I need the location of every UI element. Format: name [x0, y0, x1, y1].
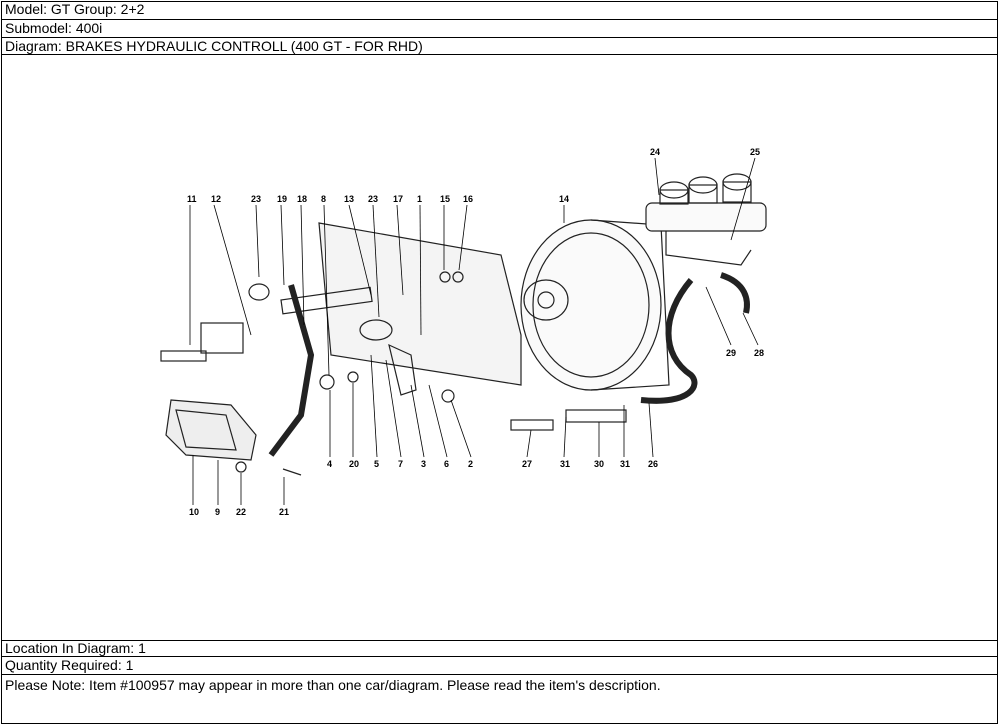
label-6: 6 [444, 459, 449, 469]
label-1: 1 [417, 194, 422, 204]
label-22: 22 [236, 507, 246, 517]
label-3: 3 [421, 459, 426, 469]
label-23a: 23 [251, 194, 261, 204]
location-in-diagram: Location In Diagram: 1 [1, 640, 998, 657]
label-9: 9 [215, 507, 220, 517]
label-7: 7 [398, 459, 403, 469]
label-17: 17 [393, 194, 403, 204]
label-18: 18 [297, 194, 307, 204]
model-info: Model: GT Group: 2+2 [1, 1, 998, 20]
label-24: 24 [650, 147, 660, 157]
label-2: 2 [468, 459, 473, 469]
label-31a: 31 [560, 459, 570, 469]
label-20: 20 [349, 459, 359, 469]
label-26: 26 [648, 459, 658, 469]
quantity-required: Quantity Required: 1 [1, 657, 998, 675]
exploded-view-drawing: 11 12 23 19 18 8 13 23 17 1 15 16 14 24 … [160, 147, 767, 517]
parts-diagram: 11 12 23 19 18 8 13 23 17 1 15 16 14 24 … [1, 55, 998, 641]
label-8: 8 [321, 194, 326, 204]
label-29: 29 [726, 348, 736, 358]
label-4: 4 [327, 459, 332, 469]
label-27: 27 [522, 459, 532, 469]
label-15: 15 [440, 194, 450, 204]
label-10: 10 [189, 507, 199, 517]
label-23b: 23 [368, 194, 378, 204]
label-11: 11 [187, 194, 197, 204]
label-31b: 31 [620, 459, 630, 469]
label-21: 21 [279, 507, 289, 517]
label-16: 16 [463, 194, 473, 204]
label-19: 19 [277, 194, 287, 204]
label-25: 25 [750, 147, 760, 157]
item-note: Please Note: Item #100957 may appear in … [5, 677, 661, 693]
label-14: 14 [559, 194, 569, 204]
diagram-title: Diagram: BRAKES HYDRAULIC CONTROLL (400 … [1, 38, 998, 55]
label-5: 5 [374, 459, 379, 469]
label-12: 12 [211, 194, 221, 204]
label-28: 28 [754, 348, 764, 358]
label-30: 30 [594, 459, 604, 469]
label-13: 13 [344, 194, 354, 204]
submodel-info: Submodel: 400i [1, 20, 998, 38]
